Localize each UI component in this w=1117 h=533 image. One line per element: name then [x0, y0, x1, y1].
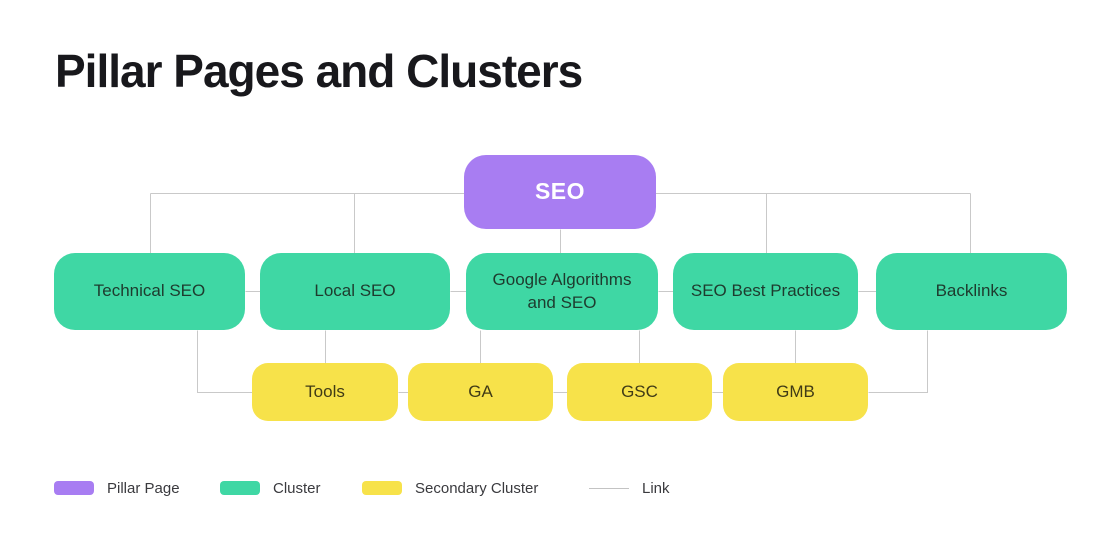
node-tools: Tools	[252, 363, 398, 421]
node-technical-seo: Technical SEO	[54, 253, 245, 330]
node-label: SEO Best Practices	[690, 281, 841, 301]
node-ga: GA	[408, 363, 553, 421]
legend: Pillar Page Cluster Secondary Cluster Li…	[0, 474, 1117, 502]
node-seo-best-practices: SEO Best Practices	[673, 253, 858, 330]
node-label: GSC	[621, 381, 658, 401]
node-google-algorithms-and-seo: Google Algorithms and SEO	[466, 253, 658, 330]
node-label: GMB	[776, 381, 815, 401]
legend-item-pillar-page: Pillar Page	[54, 474, 180, 502]
node-label: Google Algorithms and SEO	[492, 269, 632, 312]
link-line-group	[150, 193, 971, 393]
legend-item-link: Link	[589, 474, 670, 502]
node-label: Tools	[305, 381, 345, 401]
node-label: GA	[468, 381, 493, 401]
secondary-cluster-swatch	[362, 481, 402, 495]
cluster-swatch	[220, 481, 260, 495]
legend-item-cluster: Cluster	[220, 474, 321, 502]
node-gmb: GMB	[723, 363, 868, 421]
legend-item-secondary-cluster: Secondary Cluster	[362, 474, 538, 502]
node-backlinks: Backlinks	[876, 253, 1067, 330]
legend-label: Pillar Page	[107, 479, 180, 497]
legend-label: Secondary Cluster	[415, 479, 539, 497]
legend-label: Cluster	[273, 479, 321, 497]
node-label: SEO	[534, 178, 586, 205]
page-title: Pillar Pages and Clusters	[55, 45, 583, 97]
node-label: Backlinks	[935, 281, 1008, 301]
node-label: Technical SEO	[93, 281, 206, 301]
node-gsc: GSC	[567, 363, 712, 421]
legend-label: Link	[642, 479, 670, 497]
node-local-seo: Local SEO	[260, 253, 450, 330]
link-line-swatch	[589, 487, 629, 489]
node-seo: SEO	[464, 155, 656, 229]
node-label: Local SEO	[314, 281, 396, 301]
pillar-page-swatch	[54, 481, 94, 495]
